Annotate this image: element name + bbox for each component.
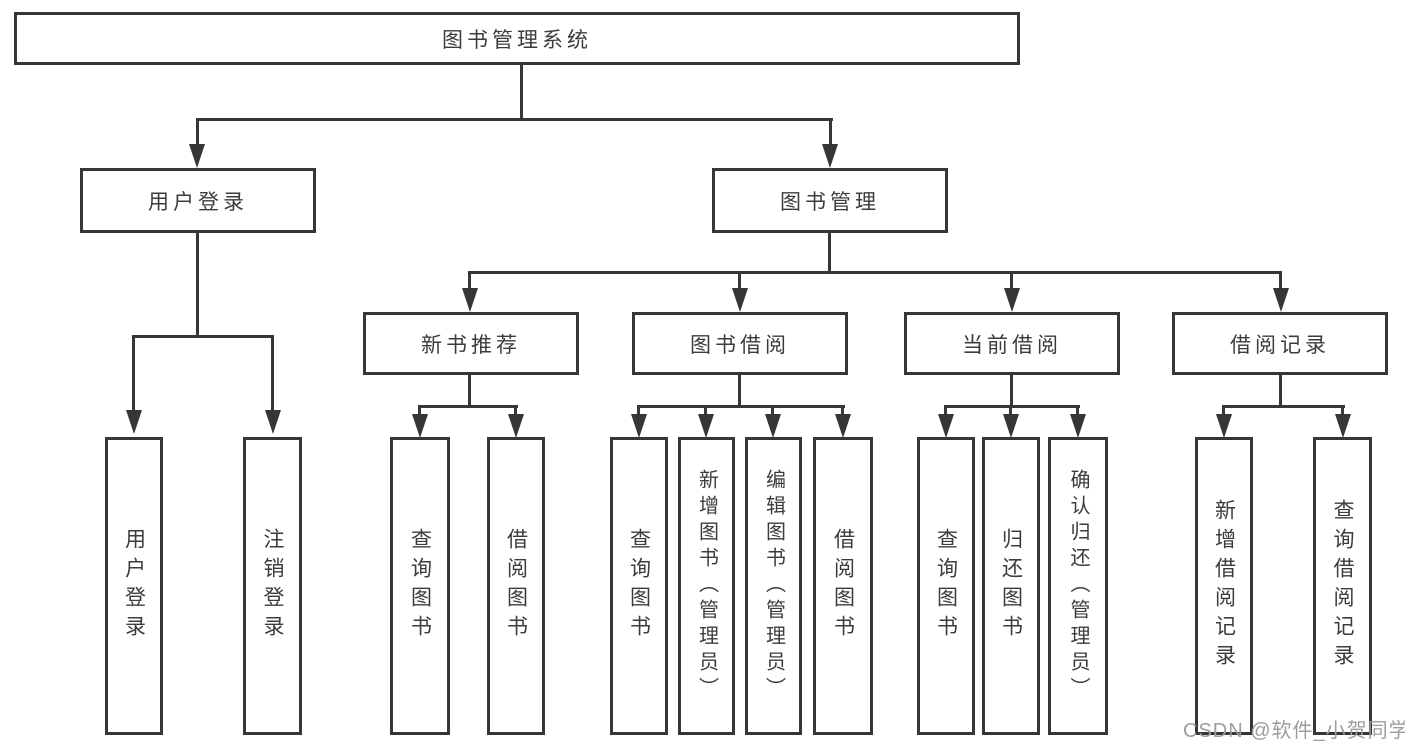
leaf-label: 新增图书（管理员） (695, 469, 718, 703)
connector-line (132, 335, 274, 338)
leaf-return-books: 归还图书 (982, 437, 1040, 735)
connector-line (196, 118, 833, 121)
connector-line (771, 405, 774, 416)
leaf-label: 注销登录 (261, 528, 284, 644)
leaf-label: 查询借阅记录 (1331, 499, 1354, 673)
arrow-down-icon (1070, 414, 1086, 438)
connector-line (704, 405, 707, 416)
leaf-label: 归还图书 (999, 528, 1023, 644)
leaf-query-borrow-record: 查询借阅记录 (1313, 437, 1372, 735)
connector-line (468, 271, 1282, 274)
leaf-label: 查询图书 (627, 528, 651, 644)
connector-line (468, 271, 471, 290)
arrow-down-icon (462, 288, 478, 312)
connector-line (514, 405, 517, 416)
node-label: 图书借阅 (690, 333, 790, 357)
connector-line (637, 405, 845, 408)
connector-line (1279, 271, 1282, 290)
arrow-down-icon (822, 144, 838, 168)
connector-line (1010, 375, 1013, 407)
node-new-book-recommendation: 新书推荐 (363, 312, 579, 375)
connector-line (841, 405, 844, 416)
leaf-add-borrow-record: 新增借阅记录 (1195, 437, 1253, 735)
arrow-down-icon (835, 414, 851, 438)
connector-line (132, 335, 135, 411)
node-library-management-system: 图书管理系统 (14, 12, 1020, 65)
node-label: 借阅记录 (1230, 333, 1330, 357)
arrow-down-icon (1335, 414, 1351, 438)
arrow-down-icon (732, 288, 748, 312)
leaf-label: 用户登录 (122, 528, 146, 644)
leaf-borrow-books-recommend: 借阅图书 (487, 437, 545, 735)
connector-line (738, 271, 741, 290)
leaf-confirm-return-admin: 确认归还（管理员） (1048, 437, 1108, 735)
connector-line (271, 335, 274, 411)
leaf-logout: 注销登录 (243, 437, 302, 735)
node-label: 图书管理 (780, 190, 880, 214)
arrow-down-icon (265, 410, 281, 434)
node-borrowing-records: 借阅记录 (1172, 312, 1388, 375)
leaf-user-login: 用户登录 (105, 437, 163, 735)
arrow-down-icon (508, 414, 524, 438)
connector-line (1222, 405, 1345, 408)
arrow-down-icon (1003, 414, 1019, 438)
connector-line (738, 375, 741, 407)
leaf-query-books-current: 查询图书 (917, 437, 975, 735)
leaf-label: 查询图书 (408, 528, 432, 644)
connector-line (418, 405, 421, 416)
node-label: 用户登录 (148, 190, 248, 214)
node-book-borrowing: 图书借阅 (632, 312, 848, 375)
connector-line (1222, 405, 1225, 416)
leaf-label: 确认归还（管理员） (1067, 469, 1089, 703)
node-user-login: 用户登录 (80, 168, 316, 233)
connector-line (1076, 405, 1079, 416)
connector-line (418, 405, 518, 408)
arrow-down-icon (189, 144, 205, 168)
connector-line (637, 405, 640, 416)
arrow-down-icon (1216, 414, 1232, 438)
connector-line (520, 65, 523, 118)
leaf-label: 查询图书 (934, 528, 958, 644)
connector-line (944, 405, 1080, 408)
connector-line (828, 233, 831, 273)
connector-line (468, 375, 471, 407)
leaf-query-books-recommend: 查询图书 (390, 437, 450, 735)
node-book-management: 图书管理 (712, 168, 948, 233)
arrow-down-icon (631, 414, 647, 438)
leaf-edit-books-admin: 编辑图书（管理员） (745, 437, 802, 735)
leaf-label: 借阅图书 (504, 528, 528, 644)
arrow-down-icon (1273, 288, 1289, 312)
leaf-label: 借阅图书 (831, 528, 855, 644)
leaf-label: 新增借阅记录 (1212, 499, 1236, 673)
connector-line (196, 233, 199, 337)
connector-line (1279, 375, 1282, 407)
leaf-query-books-borrowing: 查询图书 (610, 437, 668, 735)
watermark-text: CSDN @软件_小贺同学 (1183, 720, 1405, 742)
arrow-down-icon (412, 414, 428, 438)
arrow-down-icon (698, 414, 714, 438)
arrow-down-icon (765, 414, 781, 438)
node-label: 新书推荐 (421, 333, 521, 357)
arrow-down-icon (126, 410, 142, 434)
node-label: 当前借阅 (962, 333, 1062, 357)
leaf-add-books-admin: 新增图书（管理员） (678, 437, 735, 735)
connector-line (1009, 405, 1012, 416)
arrow-down-icon (938, 414, 954, 438)
connector-line (829, 118, 832, 146)
node-label: 图书管理系统 (442, 28, 592, 52)
connector-line (1341, 405, 1344, 416)
leaf-label: 编辑图书（管理员） (762, 469, 785, 703)
connector-line (1010, 271, 1013, 290)
connector-line (196, 118, 199, 146)
arrow-down-icon (1004, 288, 1020, 312)
node-current-borrowing: 当前借阅 (904, 312, 1120, 375)
leaf-borrow-books: 借阅图书 (813, 437, 873, 735)
connector-line (944, 405, 947, 416)
